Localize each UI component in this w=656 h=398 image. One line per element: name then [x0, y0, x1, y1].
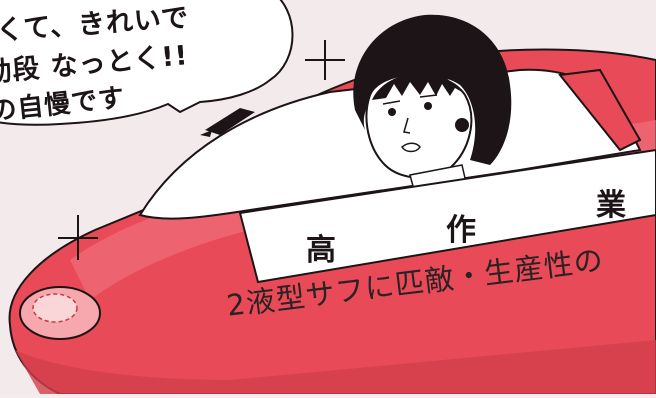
girl-mouth: [401, 142, 421, 153]
banner-char-1: 高: [306, 233, 336, 268]
banner: [238, 148, 656, 284]
girl-left-eye: [388, 108, 396, 116]
speech-bubble: [0, 0, 294, 126]
sparkle-icon: [58, 40, 345, 260]
banner-char-2: 作: [446, 213, 476, 248]
girl-hair: [353, 14, 512, 166]
banner-char-3: 業: [596, 188, 626, 223]
earring: [455, 118, 469, 132]
girl-right-eye: [424, 102, 432, 110]
